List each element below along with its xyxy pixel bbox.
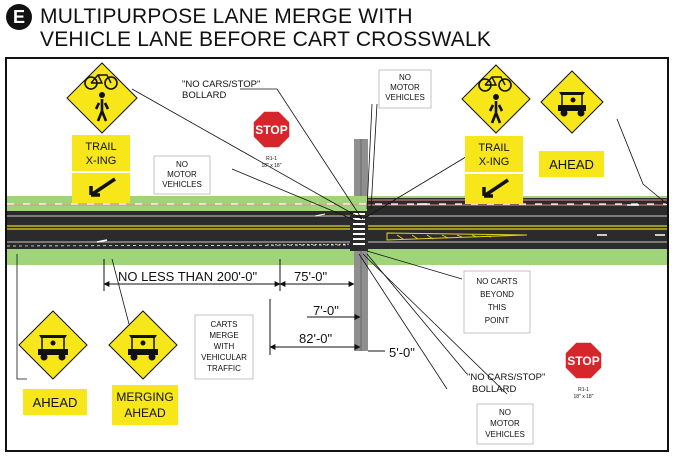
header: E MULTIPURPOSE LANE MERGE WITH VEHICLE L…	[0, 0, 676, 56]
title-line-2: VEHICLE LANE BEFORE CART CROSSWALK	[40, 28, 492, 51]
svg-text:VEHICULAR: VEHICULAR	[201, 353, 247, 362]
callouts: "NO CARS/STOP" BOLLARD NO MOTOR VEHICLES…	[153, 69, 545, 445]
trail-xing-label-left-1: TRAIL	[85, 141, 116, 153]
merge-hatch	[386, 232, 528, 241]
svg-text:WITH: WITH	[214, 342, 235, 351]
svg-text:POINT: POINT	[485, 316, 510, 325]
svg-text:VEHICLES: VEHICLES	[385, 93, 425, 102]
callout-no-motor-vehicles-bottom: NO MOTOR VEHICLES	[476, 403, 534, 445]
trail-xing-label-right-1: TRAIL	[478, 142, 509, 154]
svg-text:MOTOR: MOTOR	[390, 83, 420, 92]
svg-text:MOTOR: MOTOR	[490, 419, 520, 428]
trail-xing-label-right-2: X-ING	[479, 156, 510, 168]
golf-cart-ahead-sign-right: AHEAD	[539, 70, 604, 177]
callout-bollard-bottom: "NO CARS/STOP" BOLLARD	[467, 372, 545, 395]
ahead-label-right: AHEAD	[549, 157, 594, 172]
merging-ahead-sign: MERGING AHEAD	[108, 310, 178, 425]
callout-bollard-top: "NO CARS/STOP" BOLLARD	[182, 79, 260, 101]
dim-75: 75'-0"	[294, 269, 328, 284]
callout-carts-merge: CARTS MERGE WITH VEHICULAR TRAFFIC	[194, 314, 254, 380]
svg-text:"NO CARS/STOP": "NO CARS/STOP"	[182, 79, 260, 90]
bicycle-icon	[478, 76, 512, 92]
golf-cart-icon	[38, 335, 68, 361]
callout-no-motor-vehicles-top: NO MOTOR VEHICLES	[378, 69, 432, 109]
pedestrian-icon	[94, 92, 110, 122]
stop-sign-bottom: STOP R1-1 18" x 18"	[564, 341, 603, 400]
golf-cart-ahead-sign-left: AHEAD	[18, 310, 88, 415]
svg-text:NO: NO	[399, 73, 411, 82]
dim-5: 5'-0"	[389, 345, 415, 360]
trail-xing-sign-left: TRAIL X-ING	[66, 62, 138, 203]
dim-7: 7'-0"	[313, 303, 339, 318]
section-badge: E	[6, 4, 32, 30]
svg-text:MERGE: MERGE	[209, 331, 238, 340]
dim-82: 82'-0"	[299, 331, 333, 346]
svg-text:VEHICLES: VEHICLES	[162, 180, 202, 189]
grass-strip-bottom	[7, 249, 667, 265]
merging-label-1: MERGING	[116, 390, 173, 404]
svg-text:VEHICLES: VEHICLES	[485, 430, 525, 439]
asphalt	[7, 211, 667, 251]
svg-text:MOTOR: MOTOR	[167, 170, 197, 179]
dim-no-less-than: NO LESS THAN 200'-0"	[118, 269, 257, 284]
callout-no-motor-vehicles-mid: NO MOTOR VEHICLES	[153, 155, 211, 195]
svg-text:NO: NO	[499, 408, 511, 417]
svg-text:THIS: THIS	[488, 303, 506, 312]
svg-text:R1-1: R1-1	[578, 387, 589, 393]
down-left-arrow-icon	[482, 178, 509, 198]
svg-text:18" x 18": 18" x 18"	[574, 394, 594, 400]
trail-xing-label-left-2: X-ING	[86, 155, 117, 167]
golf-cart-icon	[128, 335, 158, 361]
svg-text:BEYOND: BEYOND	[480, 290, 514, 299]
leader-lines	[16, 88, 668, 395]
stop-text-top: STOP	[255, 123, 287, 137]
svg-text:BOLLARD: BOLLARD	[182, 90, 226, 101]
svg-text:NO: NO	[176, 160, 188, 169]
stop-sign-top: STOP R1-1 18" x 18"	[252, 110, 291, 169]
down-left-arrow-icon	[89, 177, 116, 197]
svg-text:R1-1: R1-1	[266, 156, 277, 162]
svg-text:NO CARTS: NO CARTS	[476, 277, 517, 286]
leader-bollard-top	[131, 88, 363, 220]
road	[6, 139, 667, 351]
ahead-label-left: AHEAD	[33, 395, 78, 410]
svg-text:18" x 18": 18" x 18"	[262, 163, 282, 169]
dimensions: NO LESS THAN 200'-0" 75'-0" 7'-0" 82'-0"…	[103, 259, 415, 360]
pedestrian-icon	[488, 94, 504, 124]
merging-label-2: AHEAD	[124, 406, 166, 420]
svg-text:BOLLARD: BOLLARD	[472, 384, 516, 395]
diagram-panel: NO LESS THAN 200'-0" 75'-0" 7'-0" 82'-0"…	[5, 57, 669, 452]
callout-no-carts-beyond: NO CARTS BEYOND THIS POINT	[463, 270, 531, 334]
title-line-1: MULTIPURPOSE LANE MERGE WITH	[40, 5, 413, 28]
golf-cart-icon	[558, 92, 586, 117]
svg-text:CARTS: CARTS	[211, 320, 238, 329]
lane-merge-diagram: NO LESS THAN 200'-0" 75'-0" 7'-0" 82'-0"…	[6, 62, 668, 445]
center-line	[7, 225, 667, 230]
stop-text-bottom: STOP	[567, 354, 599, 368]
trail-xing-sign-right: TRAIL X-ING	[461, 64, 531, 204]
bicycle-icon	[84, 74, 118, 90]
svg-text:TRAFFIC: TRAFFIC	[207, 364, 241, 373]
svg-text:"NO CARS/STOP": "NO CARS/STOP"	[467, 372, 545, 383]
